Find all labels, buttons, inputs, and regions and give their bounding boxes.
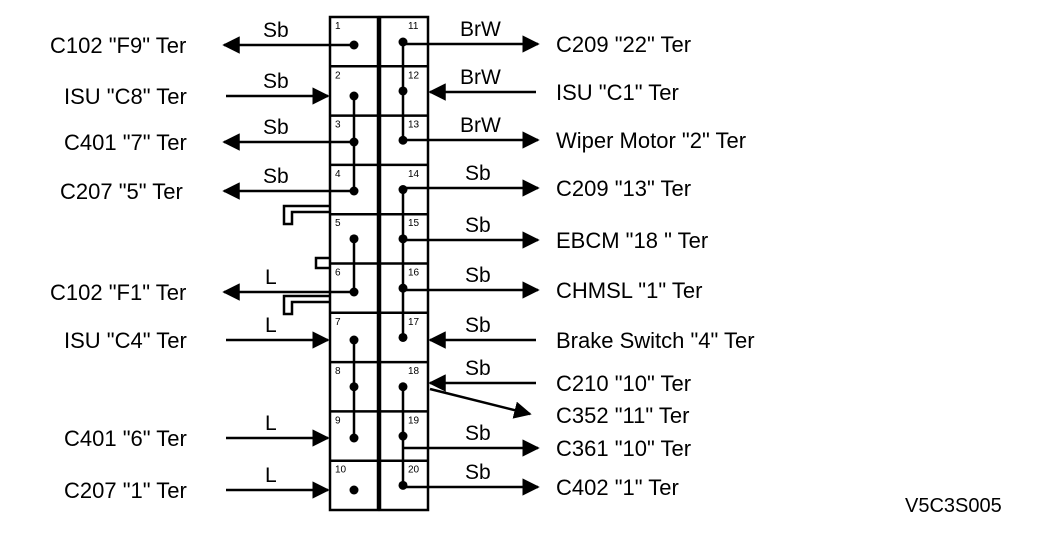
connection-label: C210 "10" Ter [556,371,691,396]
pin-number: 5 [335,218,341,229]
connection-label: C207 "1" Ter [64,478,187,503]
connection-label: ISU "C4" Ter [64,328,187,353]
pin-number: 11 [408,21,419,32]
pin-number: 17 [408,317,420,328]
pin-number: 18 [408,366,420,377]
pin-dot [398,382,408,392]
connection-label: C207 "5" Ter [60,179,183,204]
pin-number: 12 [408,70,420,81]
wire-color: Sb [263,116,289,139]
pin-number: 10 [335,465,347,476]
label-c352: C352 "11" Ter [556,403,689,428]
pin-number: 20 [408,465,420,476]
pin-number: 2 [335,70,341,81]
pin-dot [398,480,408,490]
wire-color: Sb [465,461,491,484]
pin-dot [398,431,408,441]
pin-dot [349,433,359,443]
wire-color: Sb [465,357,491,380]
wire-color: Sb [465,162,491,185]
connection-label: C102 "F1" Ter [50,280,186,305]
connection-label: C102 "F9" Ter [50,33,186,58]
connection-label: CHMSL "1" Ter [556,278,702,303]
connection-label: C209 "22" Ter [556,32,691,57]
pin-number: 16 [408,268,420,279]
wire-color: Sb [465,214,491,237]
connection-label: Brake Switch "4" Ter [556,328,755,353]
pin-number: 15 [408,218,420,229]
pin-number: 3 [335,120,341,131]
pin-number: 1 [335,21,341,32]
pin-dot [349,382,359,392]
pin-dot [398,86,408,96]
pin-dot [398,185,408,195]
connection-label: EBCM "18 " Ter [556,228,708,253]
wire-color: BrW [460,114,501,137]
wire-color: BrW [460,66,501,89]
connector-row-dividers [330,65,428,462]
wire-color: L [265,464,277,487]
wire-color: Sb [263,165,289,188]
pin-number: 14 [408,169,420,180]
wire-color: Sb [263,70,289,93]
connection-label: C361 "10" Ter [556,436,691,461]
pin-dot [349,91,359,101]
pin-number: 9 [335,415,341,426]
wire-color: L [265,412,277,435]
connection-label: C402 "1" Ter [556,475,679,500]
pin-dot [349,485,359,495]
wire-color: BrW [460,18,501,41]
pin-number: 6 [335,268,341,279]
wire-color: L [265,314,277,337]
wire-color: Sb [465,264,491,287]
wire-color: Sb [465,314,491,337]
pin-number: 7 [335,317,341,328]
internal-bus-lines [352,42,405,486]
wire-color: L [265,266,277,289]
wire-color: Sb [263,19,289,42]
pin-number: 19 [408,415,420,426]
connection-label: C401 "7" Ter [64,130,187,155]
wire-color: Sb [465,422,491,445]
pin-dot [398,283,408,293]
connection-label: ISU "C1" Ter [556,80,679,105]
connection-label: Wiper Motor "2" Ter [556,128,746,153]
pin-number: 8 [335,366,341,377]
connection-label: C209 "13" Ter [556,176,691,201]
connection-label: ISU "C8" Ter [64,84,187,109]
pin-dot [398,332,408,342]
pin-dot [349,234,359,244]
branch-arrow-c352 [429,387,532,419]
figure-code: V5C3S005 [905,495,1002,517]
connection-label: C401 "6" Ter [64,426,187,451]
jumper-details [282,204,330,316]
pin-number: 4 [335,169,341,180]
pin-dot [349,335,359,345]
pin-number: 13 [408,120,420,131]
